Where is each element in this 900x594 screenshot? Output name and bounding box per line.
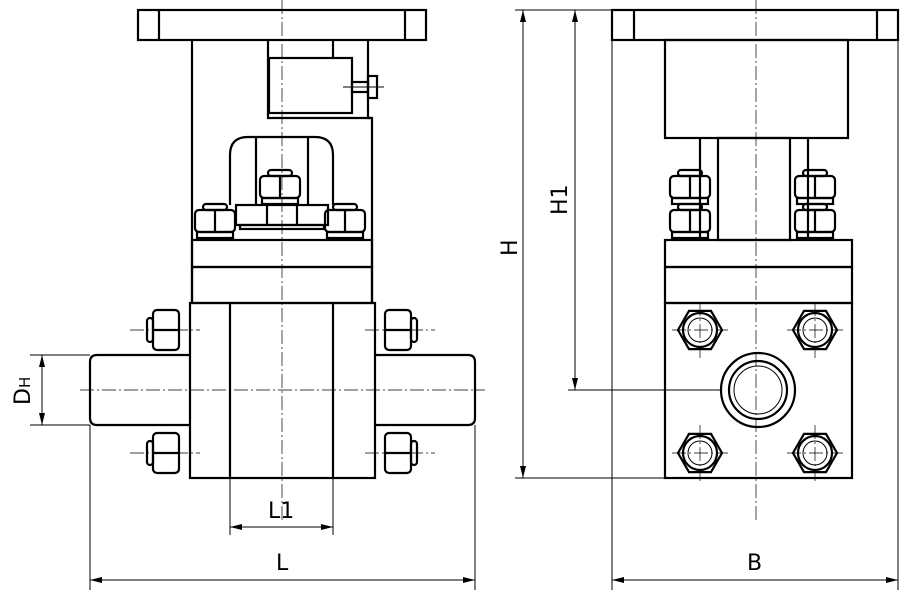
- bracket: [228, 135, 335, 205]
- handwheel-side: [610, 8, 900, 42]
- adjust-screw: [343, 74, 384, 100]
- dn-label: DH: [11, 377, 36, 405]
- bolt-hole-icon: [787, 425, 843, 481]
- stem-housing: [716, 136, 792, 242]
- front-view: [80, 0, 485, 520]
- h-label: H: [498, 239, 523, 256]
- actuator-side: [663, 38, 850, 140]
- hex-nut-icon: [668, 168, 712, 206]
- pipe-right: [375, 353, 477, 427]
- side-view: [610, 0, 900, 520]
- hex-nut-icon: [193, 202, 237, 240]
- h1-label: H1: [548, 184, 573, 215]
- bolt-hole-icon: [787, 302, 843, 358]
- l1-label: L1: [268, 499, 294, 524]
- dimensions: DH L1 L H H1 B: [11, 9, 899, 590]
- bolt-hole-icon: [672, 302, 728, 358]
- center-port: [719, 351, 797, 429]
- hex-nut-icon: [258, 168, 302, 206]
- b-label: B: [747, 551, 762, 576]
- actuator-box: [267, 56, 354, 115]
- valve-body: [188, 301, 377, 480]
- hex-nut-icon: [793, 168, 837, 206]
- hex-nut-icon: [793, 202, 837, 240]
- hex-nut-icon: [323, 202, 367, 240]
- hex-nut-icon: [668, 202, 712, 240]
- bolt-hole-icon: [672, 425, 728, 481]
- l-label: L: [276, 551, 289, 576]
